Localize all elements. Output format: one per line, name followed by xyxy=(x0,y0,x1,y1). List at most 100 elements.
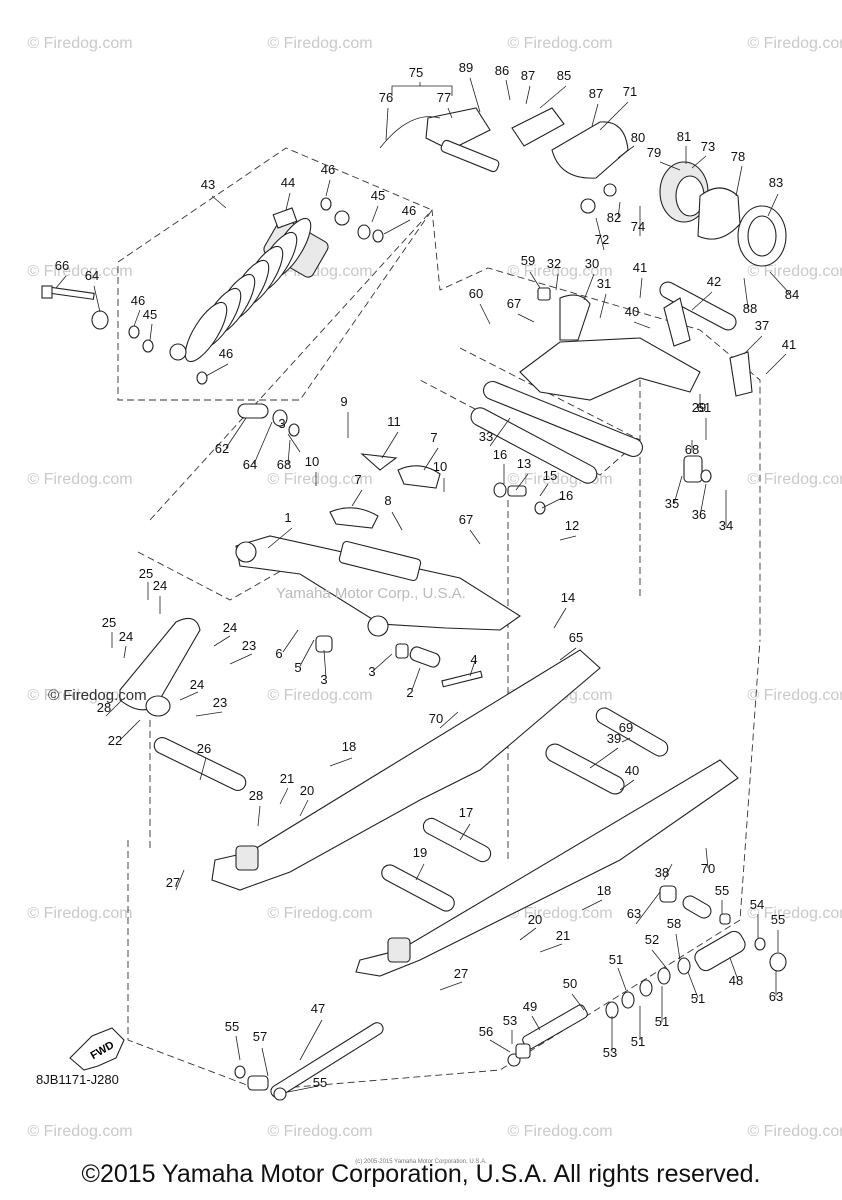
leader-line xyxy=(515,473,529,491)
leader-line xyxy=(581,899,603,911)
leader-line xyxy=(282,629,299,653)
callout-62: 62 xyxy=(215,441,229,456)
leader-line xyxy=(373,653,393,671)
watermark-text: © Firedog.com xyxy=(747,687,842,704)
callout-83: 83 xyxy=(769,175,783,190)
gasket xyxy=(697,187,741,240)
callout-87: 87 xyxy=(521,68,535,83)
callout-32: 32 xyxy=(547,256,561,271)
watermark-text: © Firedog.com xyxy=(747,35,842,52)
leader-line xyxy=(253,421,273,465)
callout-30: 30 xyxy=(585,256,599,271)
leader-line xyxy=(287,433,301,453)
leader-line xyxy=(599,293,607,319)
callout-55: 55 xyxy=(771,912,785,927)
callout-55: 55 xyxy=(313,1075,327,1090)
watermark-text: © Firedog.com xyxy=(27,263,132,280)
callout-12: 12 xyxy=(565,518,579,533)
callout-82: 82 xyxy=(607,210,621,225)
callout-26: 26 xyxy=(197,741,211,756)
watermark-text: © Firedog.com xyxy=(267,687,372,704)
pivot-shaft-main xyxy=(482,380,644,458)
callout-46: 46 xyxy=(321,162,335,177)
callout-81: 81 xyxy=(677,129,691,144)
leader-line xyxy=(469,529,481,545)
leader-line xyxy=(769,271,791,295)
leader-line xyxy=(675,933,681,961)
callout-72: 72 xyxy=(595,232,609,247)
leader-line xyxy=(617,145,635,159)
leader-line xyxy=(489,417,511,447)
leader-line xyxy=(651,949,669,971)
upper-pivot-arm xyxy=(482,281,753,483)
leader-line xyxy=(583,273,595,301)
callout-73: 73 xyxy=(701,139,715,154)
callout-7: 7 xyxy=(430,430,437,445)
link-plate xyxy=(119,617,201,711)
leader-line xyxy=(391,511,403,531)
leader-line xyxy=(539,943,563,953)
leader-line xyxy=(439,981,463,991)
arm-link-outline xyxy=(137,551,301,601)
leader-line xyxy=(199,757,207,781)
leader-line xyxy=(599,101,629,131)
leader-line xyxy=(765,353,787,375)
watermark-text: © Firedog.com xyxy=(507,263,612,280)
callout-67: 67 xyxy=(459,512,473,527)
rail-shaft-17 xyxy=(422,817,492,863)
leader-line xyxy=(123,645,127,659)
callout-68: 68 xyxy=(685,442,699,457)
callout-31: 31 xyxy=(597,276,611,291)
callout-64: 64 xyxy=(85,268,99,283)
leader-line xyxy=(287,439,291,465)
watermark-text: © Firedog.com xyxy=(747,471,842,488)
callout-89: 89 xyxy=(459,60,473,75)
callout-54: 54 xyxy=(750,897,764,912)
leader-line xyxy=(517,313,535,323)
leader-line xyxy=(735,165,743,197)
leader-line xyxy=(589,747,619,769)
callout-58: 58 xyxy=(667,916,681,931)
leader-line xyxy=(119,719,141,741)
callout-53: 53 xyxy=(603,1045,617,1060)
leader-line xyxy=(621,737,631,743)
callout-23: 23 xyxy=(213,695,227,710)
callout-78: 78 xyxy=(731,149,745,164)
callout-24: 24 xyxy=(119,629,133,644)
shock-mount-hardware xyxy=(41,197,384,385)
leader-line xyxy=(261,1047,269,1077)
callout-52: 52 xyxy=(645,932,659,947)
callout-27: 27 xyxy=(166,875,180,890)
leader-line xyxy=(257,805,261,827)
callout-77: 77 xyxy=(437,90,451,105)
callout-4: 4 xyxy=(470,652,477,667)
leader-line xyxy=(617,967,627,991)
leader-line xyxy=(133,309,141,327)
callout-20: 20 xyxy=(300,783,314,798)
callout-80: 80 xyxy=(631,130,645,145)
leader-line xyxy=(559,647,577,661)
inline-watermark: © Firedog.com xyxy=(48,687,147,704)
callout-24: 24 xyxy=(190,677,204,692)
callout-24: 24 xyxy=(153,578,167,593)
callout-69: 69 xyxy=(619,720,633,735)
leader-line xyxy=(617,201,621,219)
watermark-text: © Firedog.com xyxy=(27,35,132,52)
callout-25: 25 xyxy=(139,566,153,581)
watermark-text: © Firedog.com xyxy=(507,1123,612,1140)
callout-51: 51 xyxy=(609,952,623,967)
leader-line xyxy=(743,335,763,355)
watermark-text: © Firedog.com xyxy=(507,35,612,52)
upper-arm-frame xyxy=(519,337,701,401)
callout-71: 71 xyxy=(623,84,637,99)
cover-plate xyxy=(511,107,565,147)
callout-27: 27 xyxy=(454,966,468,981)
leader-line xyxy=(225,417,247,449)
shock-bottom-eye xyxy=(169,343,187,361)
callout-35: 35 xyxy=(665,496,679,511)
leader-line xyxy=(93,285,101,313)
callout-6: 6 xyxy=(275,646,282,661)
watermark-text: © Firedog.com xyxy=(27,687,132,704)
leader-line xyxy=(541,497,563,509)
bracket-75 xyxy=(391,85,453,96)
